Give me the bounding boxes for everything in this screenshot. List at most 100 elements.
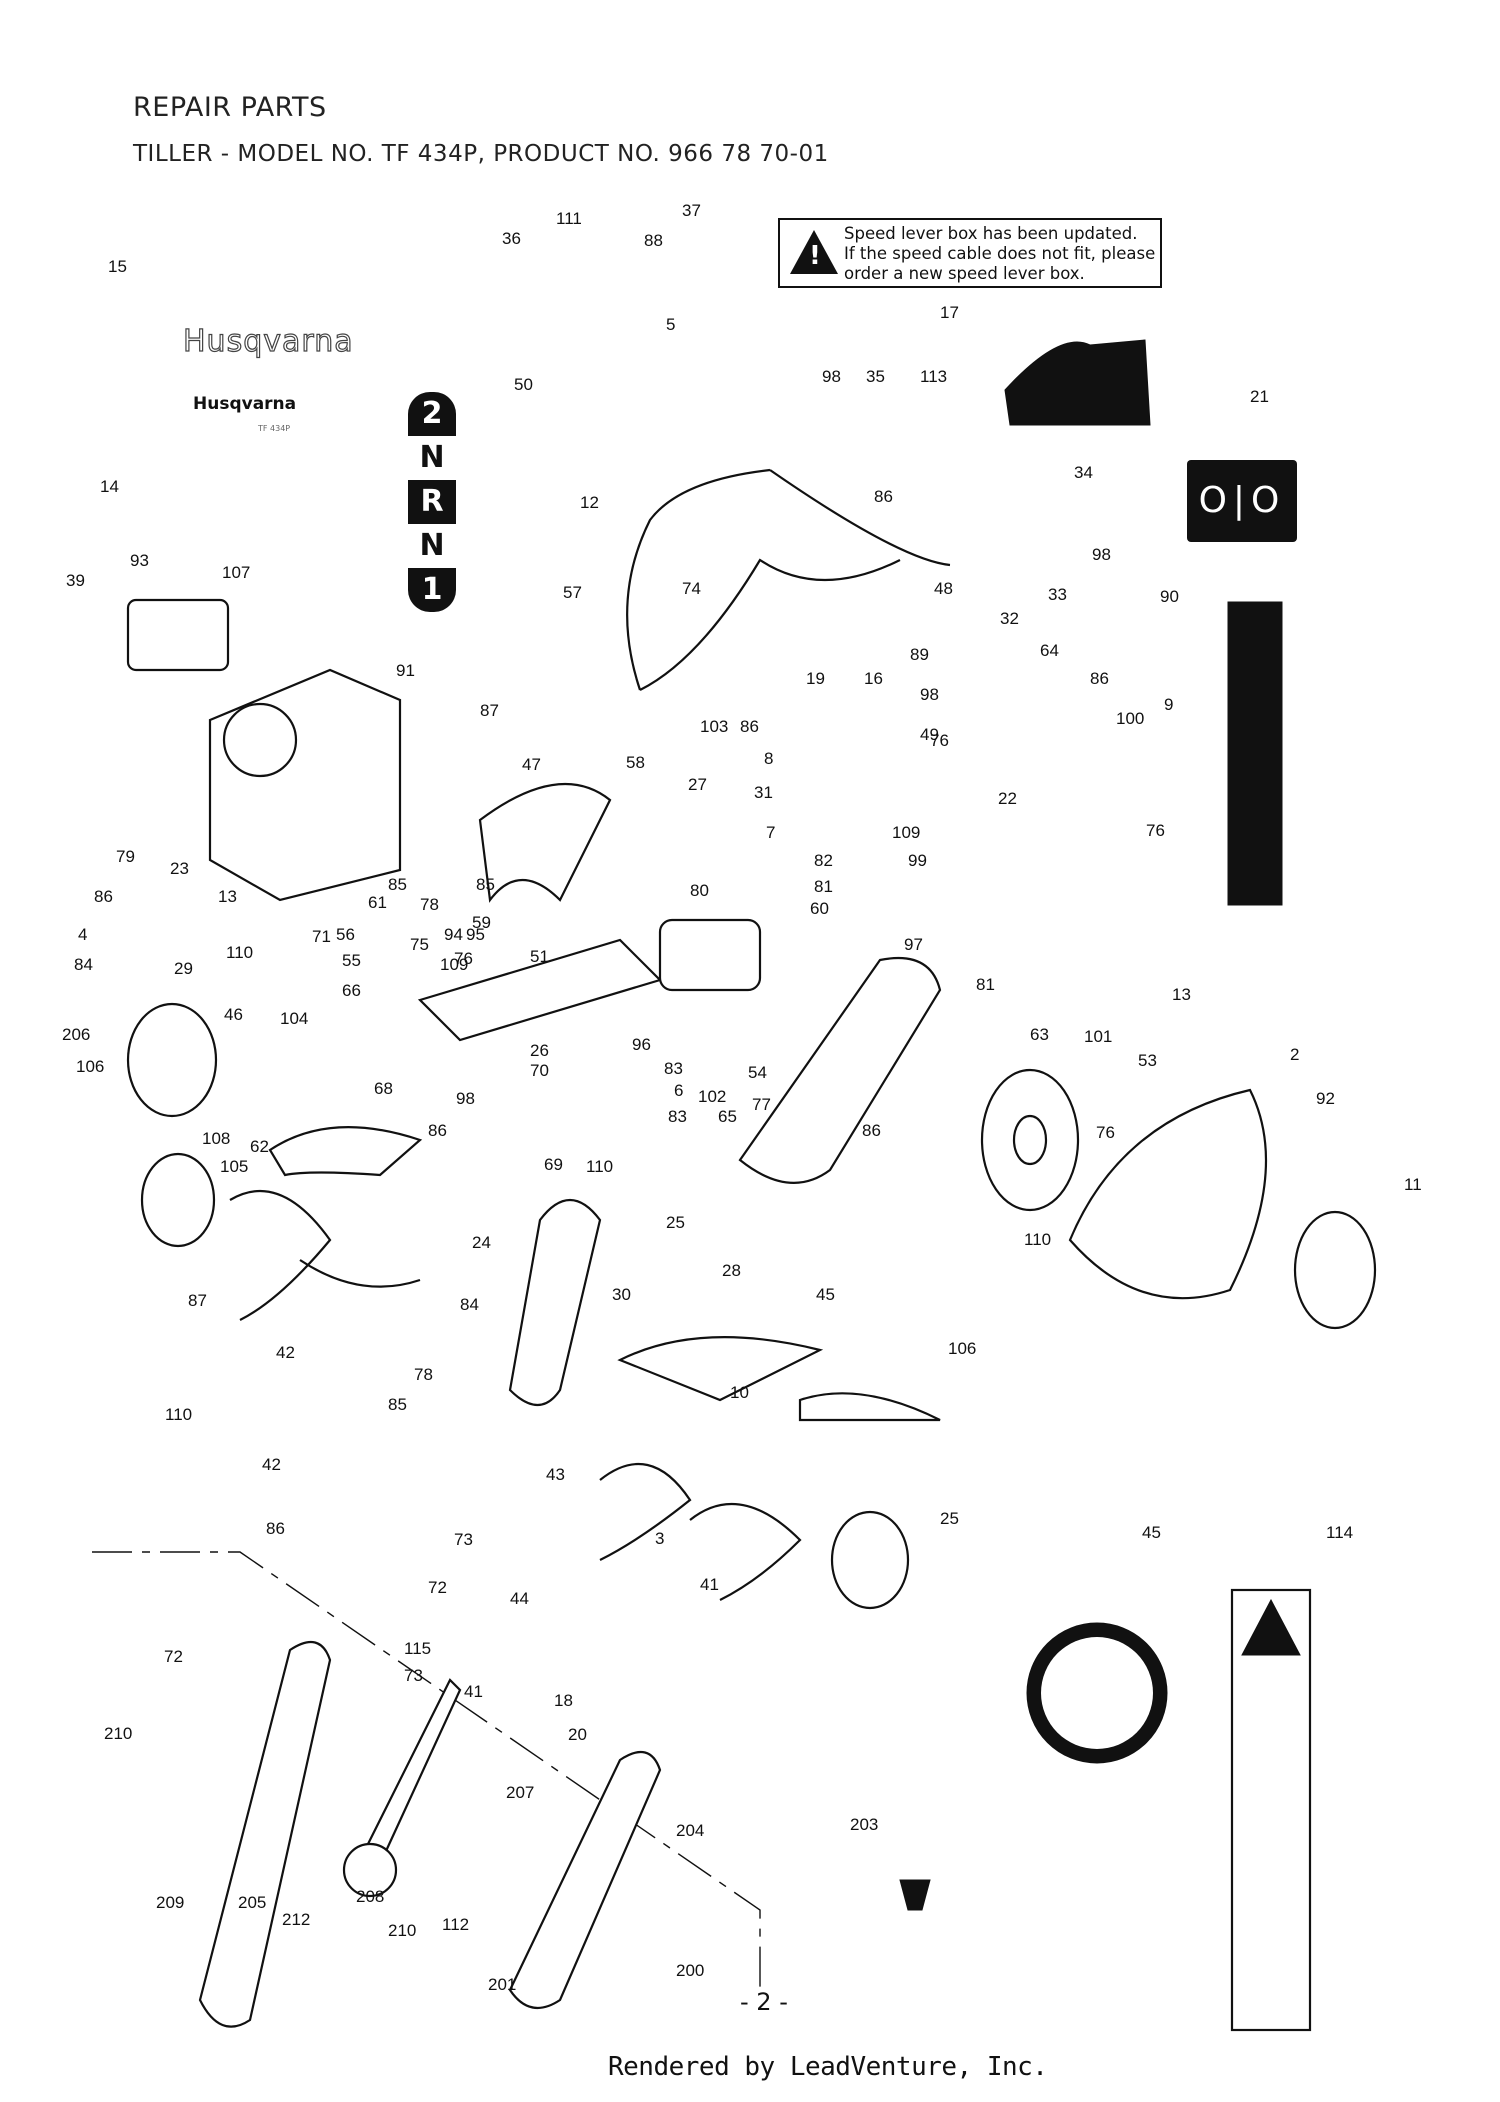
warning-triangle-icon: ! [790, 230, 838, 274]
pulley-53-hub [1012, 1114, 1048, 1166]
callout-label: 20 [568, 1725, 587, 1744]
tines-41 [689, 1502, 802, 1601]
callout-label: 210 [388, 1921, 416, 1940]
callout-label: 85 [388, 875, 407, 894]
callout-label: 43 [546, 1465, 565, 1484]
callout-label: 106 [76, 1057, 104, 1076]
callout-label: 28 [722, 1261, 741, 1280]
callout-label: 64 [1040, 641, 1059, 660]
brand-decal-outline: Husqvarna [182, 323, 354, 359]
callout-label: 113 [920, 367, 947, 386]
callout-label: 7 [766, 823, 775, 842]
callout-label: 51 [530, 947, 549, 966]
page-title: REPAIR PARTS [133, 92, 327, 123]
chain-case-200-left [198, 1640, 332, 2028]
callout-label: 84 [74, 955, 93, 974]
callout-label: 82 [814, 851, 833, 870]
footer-credit: Rendered by LeadVenture, Inc. [608, 2052, 1048, 2082]
callout-label: 72 [164, 1647, 183, 1666]
callout-label: 60 [810, 899, 829, 918]
hearing-protection-decal-18-inner [1041, 1637, 1153, 1749]
callout-label: 54 [748, 1063, 767, 1082]
callout-label: 78 [414, 1365, 433, 1384]
callout-label: 10 [730, 1383, 749, 1402]
callout-label: 101 [1084, 1027, 1112, 1046]
callout-label: 12 [580, 493, 599, 512]
callout-label: 30 [612, 1285, 631, 1304]
callout-label: 96 [632, 1035, 651, 1054]
callout-label: 86 [862, 1121, 881, 1140]
callout-label: 8 [764, 749, 773, 768]
callout-label: 109 [440, 955, 468, 974]
callout-label: 2 [1290, 1045, 1299, 1064]
callout-label: 205 [238, 1893, 266, 1912]
engine-muffler-39 [126, 598, 230, 672]
callout-label: 35 [866, 367, 885, 386]
callout-label: 99 [908, 851, 927, 870]
callout-label: 27 [688, 775, 707, 794]
callout-label: 86 [428, 1121, 447, 1140]
callout-label: 69 [544, 1155, 563, 1174]
callout-label: 16 [864, 669, 883, 688]
callout-label: 98 [822, 367, 841, 386]
callout-label: 212 [282, 1910, 310, 1929]
speed-lever-notice: ! Speed lever box has been updated. If t… [778, 218, 1162, 288]
safety-decal-20 [1230, 1588, 1312, 2032]
ring-28 [1293, 1210, 1377, 1330]
handlebar-12 [626, 468, 951, 691]
callout-label: 6 [674, 1081, 683, 1100]
callout-label: 100 [1116, 709, 1144, 728]
brand-decal: Husqvarna [193, 394, 297, 414]
callout-label: 95 [466, 925, 485, 944]
callout-label: 97 [904, 935, 923, 954]
sprocket-202 [342, 1842, 398, 1898]
callout-label: 58 [626, 753, 645, 772]
callout-label: 98 [456, 1089, 475, 1108]
engine-block [208, 668, 402, 902]
notice-line-2: If the speed cable does not fit, please [844, 244, 1156, 263]
callout-label: 11 [1404, 1175, 1422, 1194]
callout-label: 110 [226, 943, 253, 962]
callout-label: 110 [1024, 1230, 1051, 1249]
callout-label: 4 [78, 925, 87, 944]
callout-label: 76 [1096, 1123, 1115, 1142]
callout-label: 76 [454, 949, 473, 968]
wheel-46 [126, 1002, 218, 1118]
chain-case-3 [508, 1198, 602, 1406]
front-cover-26 [1068, 1088, 1268, 1300]
callout-label: 24 [472, 1233, 491, 1252]
callout-label: 61 [368, 893, 387, 912]
callout-label: 32 [1000, 609, 1019, 628]
callout-label: 13 [218, 887, 237, 906]
callout-label: 107 [222, 563, 250, 582]
safety-decal-20-triangle [1241, 1598, 1301, 1656]
callout-label: 33 [1048, 585, 1067, 604]
callout-label: 86 [94, 887, 113, 906]
callout-label: 88 [644, 231, 663, 250]
callout-label: 42 [262, 1455, 281, 1474]
callout-label: 110 [586, 1157, 613, 1176]
callout-label: 36 [502, 229, 521, 248]
callout-label: 115 [404, 1639, 431, 1658]
callout-label: 110 [165, 1405, 192, 1424]
callout-label: 208 [356, 1887, 384, 1906]
notice-line-3: order a new speed lever box. [844, 264, 1085, 283]
notice-line-1: Speed lever box has been updated. [844, 224, 1138, 243]
callout-label: 25 [940, 1509, 959, 1528]
frame-27 [478, 782, 612, 903]
callout-label: 57 [563, 583, 582, 602]
callout-label: 22 [998, 789, 1017, 808]
callout-label: 70 [530, 1061, 549, 1080]
chain-case-200-right [508, 1750, 662, 2010]
page-subtitle: TILLER - MODEL NO. TF 434P, PRODUCT NO. … [133, 141, 829, 167]
callout-label: 80 [690, 881, 709, 900]
callout-label: 44 [510, 1589, 529, 1608]
callout-label: 106 [948, 1339, 976, 1358]
callout-label: 62 [250, 1137, 269, 1156]
callout-label: 72 [428, 1578, 447, 1597]
callout-label: 47 [522, 755, 541, 774]
callout-label: 31 [754, 783, 773, 802]
disc-45-left [140, 1152, 216, 1248]
callout-label: 3 [655, 1529, 664, 1548]
gear-decal-2: 2 [408, 392, 456, 436]
